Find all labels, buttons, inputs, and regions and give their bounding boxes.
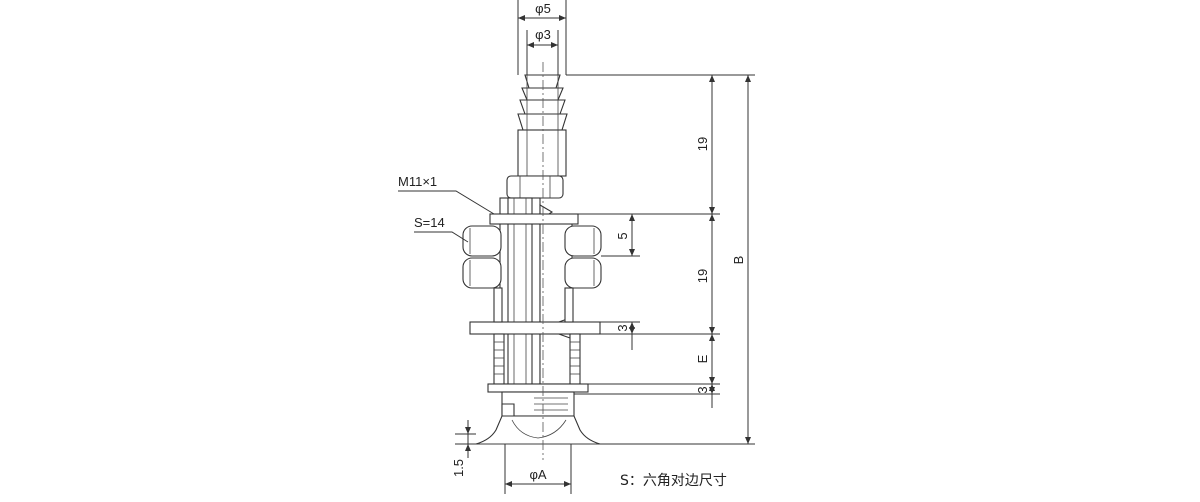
dim-1-5-label: 1.5 — [451, 459, 466, 477]
dim-19-mid: 19 — [695, 214, 715, 334]
phi5-label: φ5 — [535, 1, 551, 16]
suction-cup — [475, 415, 601, 445]
part-outline — [462, 62, 602, 460]
dim-3-lower: 3 — [695, 384, 715, 408]
thread-label: M11×1 — [398, 174, 437, 189]
dim-5-label: 5 — [615, 232, 630, 239]
diameter-phiA: φA — [504, 444, 572, 494]
dim-E: E — [695, 334, 715, 384]
dim-3-lower-label: 3 — [695, 386, 710, 393]
dim-E-label: E — [695, 354, 710, 363]
barbed-hose-fitting — [517, 74, 568, 177]
thread-callout: M11×1 — [398, 174, 495, 215]
dim-3-upper: 3 — [615, 322, 635, 350]
phiA-label: φA — [529, 467, 546, 482]
dim-19-top-label: 19 — [695, 137, 710, 151]
lower-washer — [469, 321, 601, 335]
dim-5: 5 — [615, 214, 635, 256]
dim-B: B — [731, 75, 751, 444]
upper-hex-nut — [506, 175, 564, 199]
cup-adapter — [501, 391, 575, 417]
dim-1-5: 1.5 — [451, 420, 471, 477]
upper-washer — [489, 213, 579, 225]
dim-B-label: B — [731, 256, 746, 265]
diameter-phi3: φ3 — [526, 27, 559, 75]
lower-collar — [487, 383, 589, 393]
extension-lines — [455, 74, 755, 445]
spring-coils — [493, 333, 581, 385]
left-hex-nut-stack — [462, 225, 503, 323]
hex-callout: S=14 — [414, 215, 469, 243]
hex-note: S：六角对边尺寸 — [620, 473, 727, 489]
phi3-label: φ3 — [535, 27, 551, 42]
right-hex-nut-stack — [564, 225, 602, 323]
hex-size-label: S=14 — [414, 215, 445, 230]
dim-19-top: 19 — [695, 75, 715, 214]
dim-3-upper-label: 3 — [615, 324, 630, 331]
diameter-phi5: φ5 — [517, 0, 567, 75]
dim-19-mid-label: 19 — [695, 269, 710, 283]
